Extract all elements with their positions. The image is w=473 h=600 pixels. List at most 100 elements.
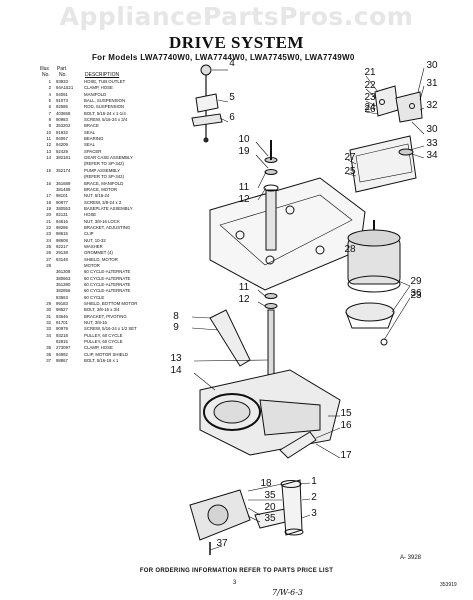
callout-label: 10: [238, 134, 250, 145]
callout-label: 18: [260, 478, 272, 489]
parts-part-no: 403658: [56, 110, 71, 116]
parts-row: 1 93933 HOSE, TUB OUTLET: [40, 79, 175, 85]
parts-row: (REFER TO SP-342): [40, 161, 175, 167]
parts-part-no: 93148: [56, 256, 68, 262]
parts-illus-no: 19: [46, 205, 51, 211]
parts-illus-no: 21: [46, 218, 51, 224]
callout-label: 11: [238, 182, 250, 193]
parts-description: CLIP, MOTOR SHIELD: [84, 351, 129, 357]
callout-label: 23: [364, 92, 376, 103]
parts-illus-no: 9: [48, 123, 51, 129]
callout-label: 30: [426, 124, 438, 135]
parts-description: SEAL: [84, 142, 95, 148]
parts-illus-no: 4: [48, 91, 51, 97]
parts-part-no: 90983: [56, 117, 68, 123]
callout-label: 1: [311, 476, 317, 487]
tub-hose: [281, 479, 303, 536]
parts-description: PUMP ASSEMBLY: [84, 167, 121, 173]
callout-label: 32: [426, 100, 438, 111]
parts-illus-no: 1: [48, 79, 51, 84]
parts-illus-no: 28: [46, 262, 51, 268]
parts-description: CLAMP, HOSE: [84, 345, 113, 351]
callout-label: 29: [410, 276, 422, 287]
motor-bracket-group: [374, 85, 423, 123]
parts-description: SCREW, 5/16-24 x 3/4: [84, 117, 128, 123]
callout-label: 30: [426, 60, 438, 71]
callout-label: 20: [264, 502, 276, 513]
parts-part-no: 353202: [56, 123, 71, 129]
parts-description: SCREW, 5/16-24 x 1/2 SET: [84, 326, 137, 332]
parts-part-no: 93933: [56, 79, 68, 84]
parts-description: CLIP: [84, 231, 94, 237]
parts-table-header: Illus Part No. No. DESCRIPTION: [40, 66, 170, 78]
callout-label: 6: [229, 112, 235, 123]
parts-description: GEAR CASE ASSEMBLY: [84, 155, 133, 161]
parts-part-no: 382856: [56, 288, 71, 294]
parts-part-no: 92217: [56, 243, 68, 249]
parts-description: BASEPLATE ASSEMBLY: [84, 205, 133, 211]
parts-description: BOLT, 3/8-16 x 3/4: [84, 307, 120, 313]
parts-description: BRACKET, ADJUSTING: [84, 224, 131, 230]
callout-label: 16: [340, 420, 352, 431]
parts-part-no: 92131: [56, 212, 68, 218]
parts-illus-no: 12: [46, 142, 51, 148]
header-part-no: No.: [59, 72, 67, 78]
parts-description: MANIFOLD: [84, 91, 107, 97]
parts-description: BRACE, MOTOR: [84, 186, 118, 192]
suspension-ball: [200, 64, 212, 76]
parts-illus-no: 18: [46, 199, 51, 205]
callout-label: 28: [344, 244, 356, 255]
parts-row: 20 92131 HOSE: [40, 212, 175, 218]
parts-illus-no: 20: [46, 212, 51, 218]
exploded-diagram: [189, 64, 425, 555]
parts-part-no: 94A1521: [56, 85, 74, 91]
callout-label: 27: [344, 152, 356, 163]
parts-part-no: 94209: [56, 142, 68, 148]
page-number: 3: [233, 580, 237, 586]
leader-lines: [191, 67, 425, 551]
models-subtitle: For Models LWA7740W0, LWA7744W0, LWA7745…: [92, 53, 355, 62]
callout-label: 35: [264, 513, 276, 524]
callout-label: 26: [364, 104, 376, 115]
parts-description: 60 CYCLE-ALTERNATE: [84, 275, 131, 281]
parts-illus-no: 35: [46, 345, 51, 351]
bottom-shield-group: [345, 302, 395, 346]
parts-part-no: 94616: [56, 218, 68, 224]
pump-group: [189, 479, 304, 555]
parts-part-no: 29138: [56, 250, 68, 256]
pivoting-bracket: [395, 91, 423, 123]
parts-part-no: 98527: [56, 307, 68, 313]
baseplate-group: [209, 140, 366, 291]
callout-label: 33: [426, 138, 438, 149]
callout-label: 5: [229, 92, 235, 103]
parts-part-no: 351390: [56, 282, 71, 287]
parts-description: HOSE: [84, 212, 97, 218]
callout-label: 15: [340, 408, 352, 419]
manifold-bracket: [195, 93, 219, 113]
parts-description: NUT, 5/16-24: [84, 193, 110, 199]
parts-illus-no: 29: [46, 301, 51, 307]
parts-description: (REFER TO SP-342): [84, 174, 124, 180]
parts-description: BRACKET, PIVOTING: [84, 313, 127, 319]
header-description: DESCRIPTION: [85, 72, 120, 78]
parts-description: HOSE, TUB OUTLET: [84, 79, 126, 84]
parts-part-no: 98867: [56, 358, 68, 364]
parts-description: BEARING: [84, 136, 104, 142]
parts-part-no: 99183: [56, 301, 68, 307]
watermark: AppliancePartsPros.com: [59, 2, 414, 31]
